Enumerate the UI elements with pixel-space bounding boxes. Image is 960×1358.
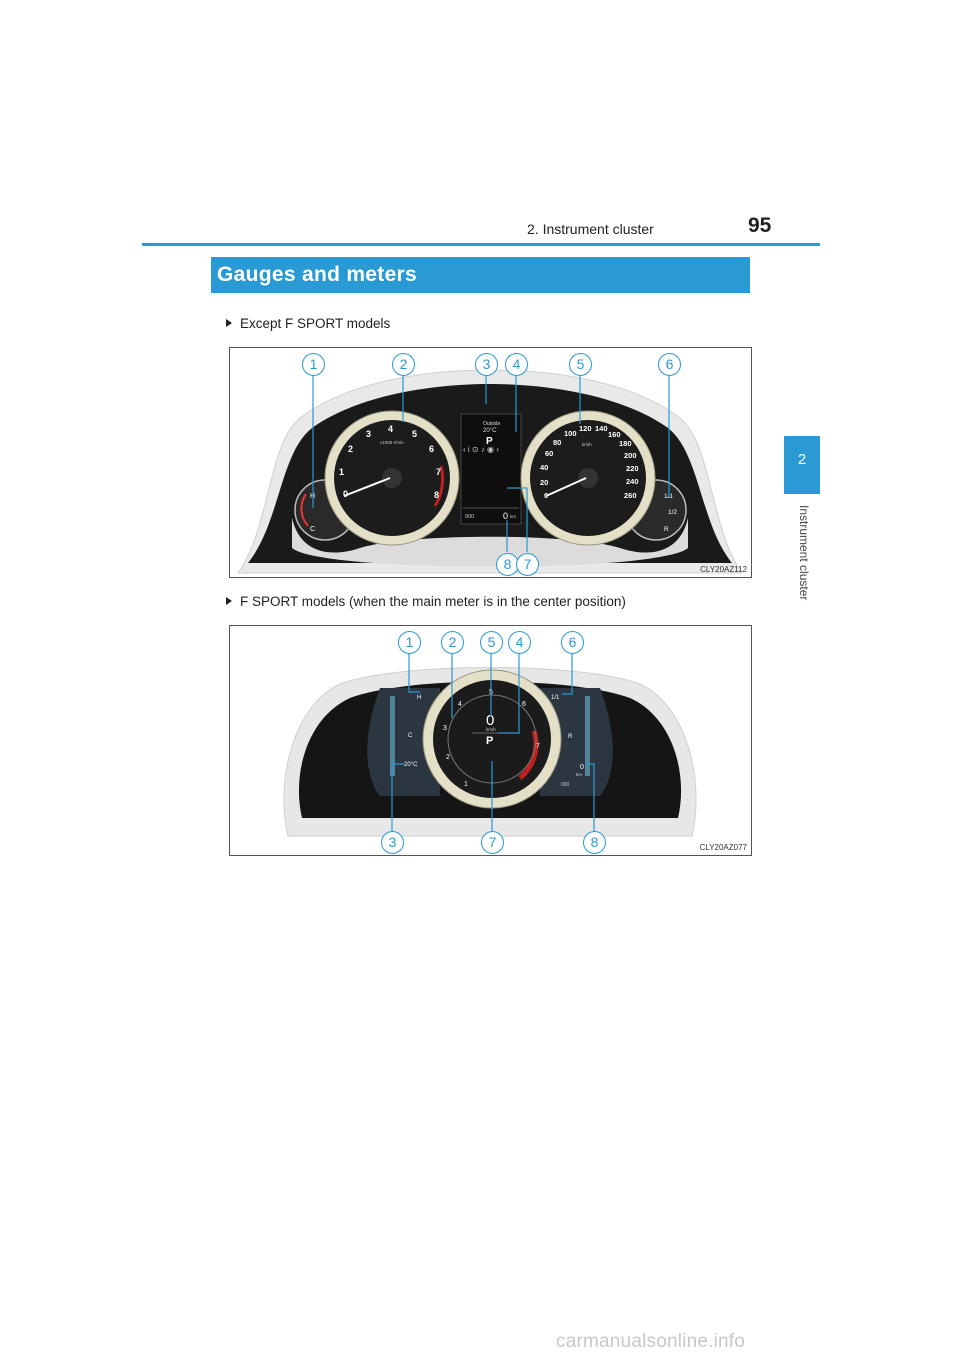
fuel-half-label: 1/2 <box>668 509 677 516</box>
bullet-triangle-icon <box>226 319 232 327</box>
fsport-tach-4: 4 <box>458 701 462 708</box>
section-heading: Gauges and meters <box>217 263 418 286</box>
fsport-callout-3: 3 <box>381 831 404 854</box>
speedo-tick-200: 200 <box>624 451 637 460</box>
odometer: 000 <box>465 514 474 520</box>
figure-1-svg: H C 1/1 1/2 R 0 1 2 3 4 5 6 7 8 x1000 r/… <box>237 369 743 574</box>
chapter-tab-number: 2 <box>797 451 807 468</box>
fsport-tach-1: 1 <box>464 781 468 788</box>
speedo-tick-180: 180 <box>619 439 632 448</box>
figure-2-cluster-illustration: H C 1/1 R 20°C 0 km 000 1 2 3 4 5 6 7 0 … <box>229 625 752 856</box>
temp-low-label: C <box>310 526 315 533</box>
figure-1-caption-text: Except F SPORT models <box>240 316 391 331</box>
speedo-tick-40: 40 <box>540 463 548 472</box>
tach-tick-8: 8 <box>434 490 439 500</box>
chapter-tab: 2 <box>784 436 820 494</box>
figure-1-caption: Except F SPORT models <box>226 316 390 331</box>
speedo-tick-160: 160 <box>608 430 621 439</box>
tach-tick-3: 3 <box>366 429 371 439</box>
fsport-tach-2: 2 <box>446 754 450 761</box>
running-header-title: 2. Instrument cluster <box>527 221 654 237</box>
trip-unit: km <box>510 514 516 519</box>
speedo-tick-260: 260 <box>624 491 637 500</box>
tach-tick-1: 1 <box>339 467 344 477</box>
figure-1-code: CLY20AZ112 <box>700 565 747 574</box>
bullet-triangle-icon <box>226 597 232 605</box>
fsport-shift-position: P <box>486 735 493 747</box>
speedo-tick-220: 220 <box>626 464 639 473</box>
callout-7: 7 <box>516 553 539 576</box>
fsport-trip-unit: km <box>576 772 582 777</box>
callout-4: 4 <box>505 353 528 376</box>
figure-2-svg: H C 1/1 R 20°C 0 km 000 1 2 3 4 5 6 7 0 … <box>283 652 697 837</box>
tach-unit: x1000 r/min <box>380 440 404 445</box>
speedo-tick-0: 0 <box>544 491 548 500</box>
callout-1: 1 <box>302 353 325 376</box>
fsport-trip: 0 <box>580 764 584 771</box>
figure-1-cluster-illustration: H C 1/1 1/2 R 0 1 2 3 4 5 6 7 8 x1000 r/… <box>229 347 752 578</box>
speedo-tick-100: 100 <box>564 429 577 438</box>
page-number: 95 <box>748 214 772 237</box>
speedo-tick-120: 120 <box>579 424 592 433</box>
fsport-temp-high: H <box>417 695 421 701</box>
callout-5: 5 <box>569 353 592 376</box>
tach-tick-4: 4 <box>388 424 393 434</box>
figure-2-caption-text: F SPORT models (when the main meter is i… <box>240 594 626 609</box>
trip-meter: 0 <box>503 511 508 521</box>
fsport-tach-7: 7 <box>536 743 540 750</box>
fsport-callout-7: 7 <box>481 831 504 854</box>
tach-tick-6: 6 <box>429 444 434 454</box>
speedo-tick-240: 240 <box>626 477 639 486</box>
fsport-callout-1: 1 <box>398 631 421 654</box>
display-icons-row: ‹ i ⊙ ♪ ◉ › <box>463 445 499 454</box>
fsport-tach-3: 3 <box>443 725 447 732</box>
chapter-tab-label: Instrument cluster <box>797 505 811 601</box>
header-rule <box>142 243 820 246</box>
shift-position: P <box>486 436 493 447</box>
figure-2-code: CLY20AZ077 <box>699 843 747 852</box>
fsport-callout-5: 5 <box>480 631 503 654</box>
fsport-speed-unit: km/h <box>486 727 496 732</box>
speedo-unit: km/h <box>582 442 592 447</box>
fsport-fuel-full: 1/1 <box>551 695 560 701</box>
fsport-outside-temp: 20°C <box>404 762 418 768</box>
fsport-callout-6: 6 <box>561 631 584 654</box>
footer-watermark: carmanualsonline.info <box>556 1331 746 1352</box>
fsport-speed: 0 <box>486 712 494 729</box>
speedo-tick-80: 80 <box>553 438 561 447</box>
fsport-odo: 000 <box>561 782 570 788</box>
speedo-tick-60: 60 <box>545 449 553 458</box>
tach-tick-2: 2 <box>348 444 353 454</box>
fsport-tach-6: 6 <box>522 701 526 708</box>
fsport-temp-low: C <box>408 733 413 739</box>
tach-tick-0: 0 <box>343 489 348 499</box>
fsport-callout-2: 2 <box>441 631 464 654</box>
callout-2: 2 <box>392 353 415 376</box>
fuel-empty-label: R <box>664 526 669 533</box>
fsport-callout-4: 4 <box>508 631 531 654</box>
speedo-tick-20: 20 <box>540 478 548 487</box>
tach-tick-5: 5 <box>412 429 417 439</box>
tach-tick-7: 7 <box>436 467 441 477</box>
fsport-callout-8: 8 <box>583 831 606 854</box>
callout-6: 6 <box>658 353 681 376</box>
outside-label: Outside <box>483 421 500 427</box>
callout-3: 3 <box>475 353 498 376</box>
section-heading-bar: Gauges and meters <box>211 257 750 293</box>
speedo-tick-140: 140 <box>595 424 608 433</box>
figure-2-caption: F SPORT models (when the main meter is i… <box>226 594 626 609</box>
outside-temp: 20°C <box>483 428 497 434</box>
fsport-fuel-empty: R <box>568 734 573 740</box>
